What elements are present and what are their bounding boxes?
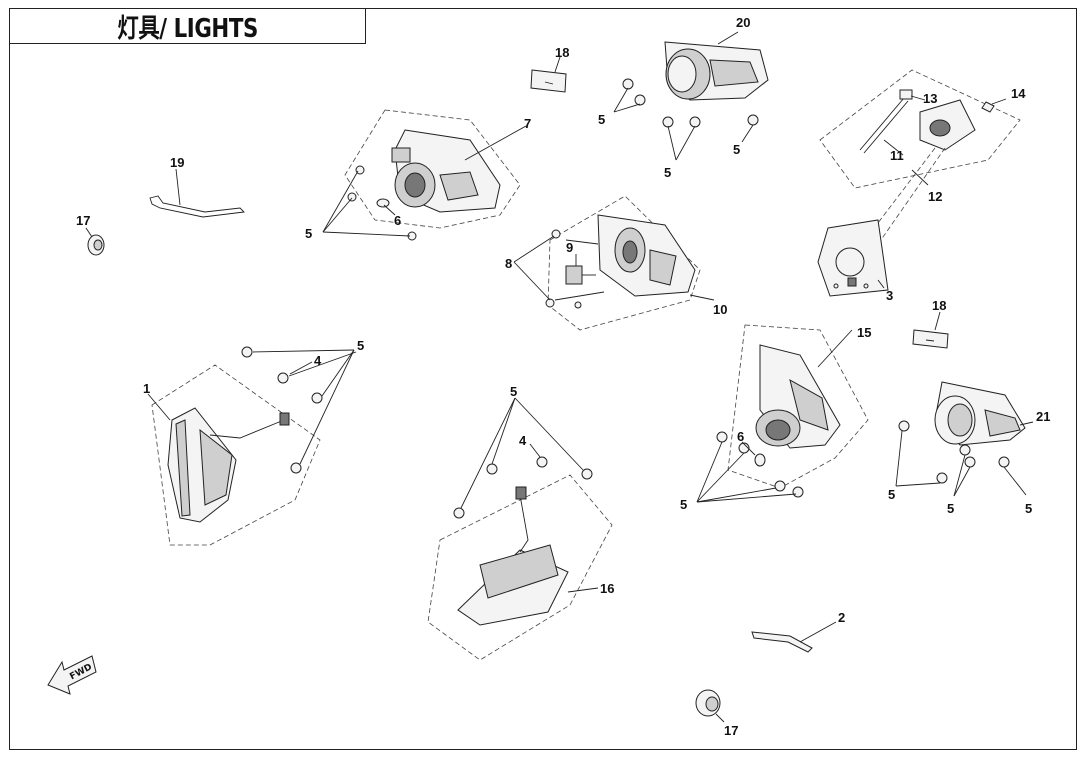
part-1-turn-lamp-left (147, 346, 357, 546)
title-box: 灯具/ LIGHTS (9, 8, 366, 44)
part-16-turn-lamp-right (427, 397, 613, 661)
callout-5-h: 5 (888, 487, 895, 502)
callout-10: 10 (713, 302, 727, 317)
part-19-bracket-rod (149, 168, 245, 218)
part-11-to-14-license-assembly (819, 69, 1021, 271)
callout-8: 8 (505, 256, 512, 271)
part-10-headlamp-center (513, 195, 715, 331)
part-2-strip (751, 621, 837, 653)
callout-7: 7 (524, 116, 531, 131)
callout-5-g: 5 (680, 497, 687, 512)
callout-13: 13 (923, 91, 937, 106)
part-15-headlamp-right (696, 324, 869, 503)
callout-15: 15 (857, 325, 871, 340)
callout-3: 3 (886, 288, 893, 303)
part-21-aux-light (895, 381, 1034, 497)
callout-4-b: 4 (519, 433, 527, 448)
callout-5-f: 5 (510, 384, 517, 399)
part-17-grommet-left (85, 227, 105, 256)
callout-5-a: 5 (305, 226, 312, 241)
callout-17a: 17 (76, 213, 90, 228)
callout-5-e: 5 (357, 338, 364, 353)
callout-5-c: 5 (664, 165, 671, 180)
callout-6-a: 6 (394, 213, 401, 228)
diagram-title: 灯具/ LIGHTS (117, 13, 258, 44)
part-18-reflector-upper (530, 56, 567, 93)
callout-19: 19 (170, 155, 184, 170)
part-7-headlamp-left (322, 109, 527, 241)
callout-1: 1 (143, 381, 150, 396)
callout-5-d: 5 (733, 142, 740, 157)
fwd-arrow-icon: FWD (47, 655, 97, 695)
drawing-frame (9, 8, 1077, 750)
callout-5-i: 5 (947, 501, 954, 516)
callout-9: 9 (566, 240, 573, 255)
callout-6-b: 6 (737, 429, 744, 444)
callout-11: 11 (890, 148, 904, 163)
part-18-reflector-right (912, 311, 949, 349)
part-3-license-bracket (817, 219, 889, 297)
callout-4-a: 4 (314, 353, 322, 368)
callout-17-b: 17 (724, 723, 738, 738)
part-17-grommet-bottom (695, 689, 725, 723)
part-20-headlight-top (613, 31, 769, 161)
callout-18-a: 18 (555, 45, 569, 60)
callout-21: 21 (1036, 409, 1050, 424)
callout-5-j: 5 (1025, 501, 1032, 516)
callout-20: 20 (736, 15, 750, 30)
callout-16: 16 (600, 581, 614, 596)
callout-5-b: 5 (598, 112, 605, 127)
callout-18-b: 18 (932, 298, 946, 313)
callout-12: 12 (928, 189, 942, 204)
callout-14: 14 (1011, 86, 1026, 101)
callout-2: 2 (838, 610, 845, 625)
